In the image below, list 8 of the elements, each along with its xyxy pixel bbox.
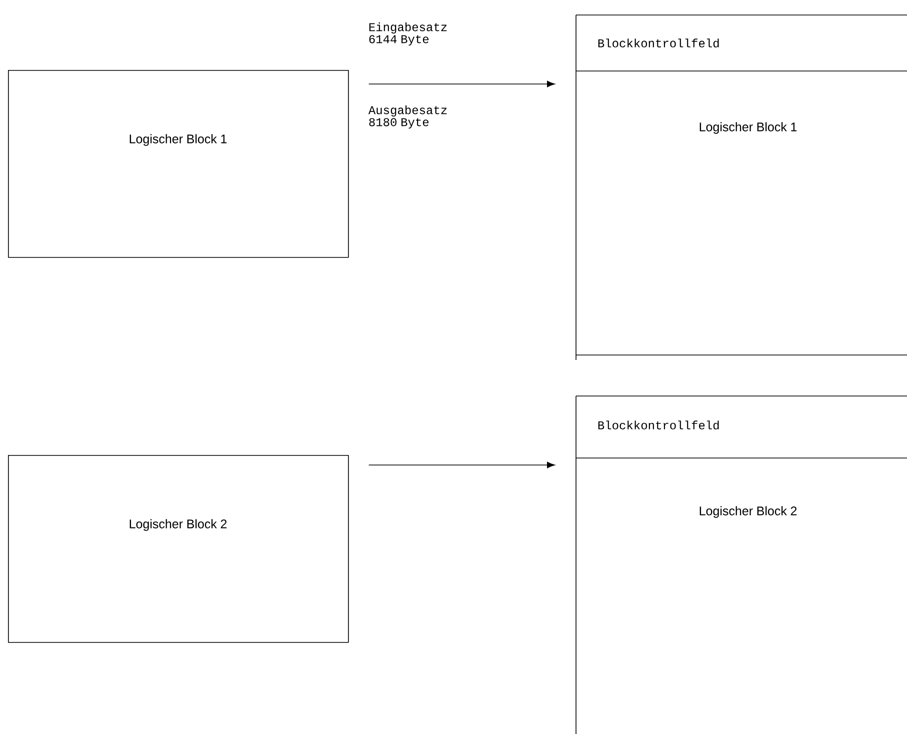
annotation: Ausgabesatz 8180 Byte — [368, 105, 447, 129]
block-box: Logischer Block 2 — [8, 455, 349, 643]
arrow — [368, 80, 555, 88]
annotation: Eingabesatz 6144 Byte — [369, 22, 447, 46]
block-box: Blockkontrollfeld Logischer Block 2 — [576, 396, 907, 734]
block-box: Blockkontrollfeld Logischer Block 1 — [576, 14, 907, 360]
arrow — [368, 462, 555, 468]
block-box: Logischer Block 1 — [8, 70, 349, 258]
